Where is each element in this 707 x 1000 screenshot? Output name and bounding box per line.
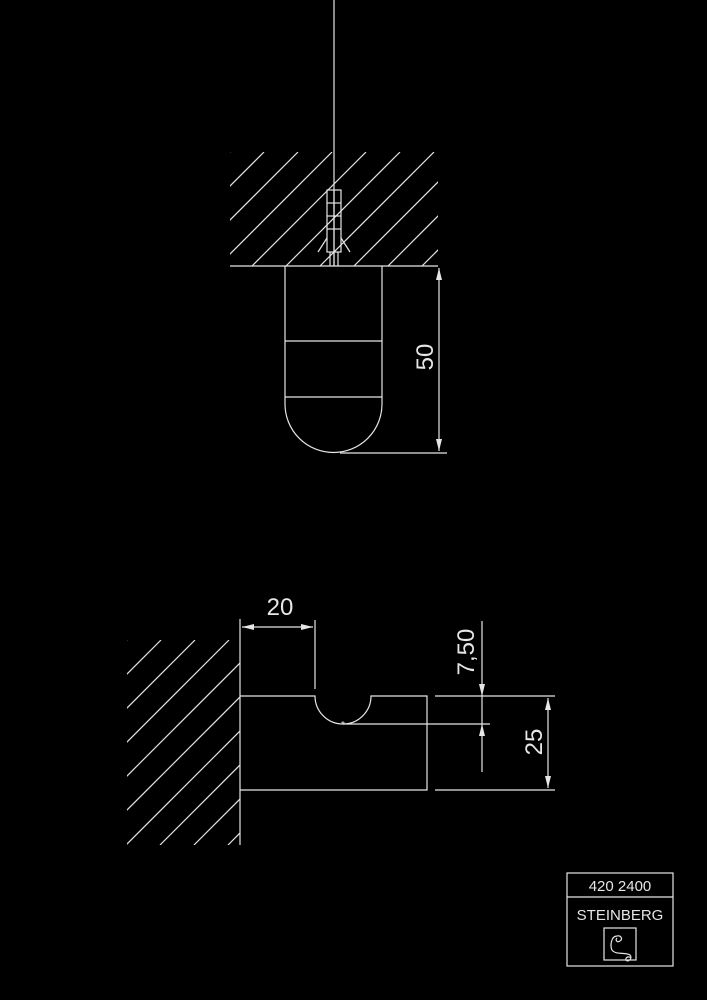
dimension-label-7-50: 7,50 <box>453 629 480 676</box>
hatch-line <box>127 640 230 743</box>
hatch-line <box>127 730 240 845</box>
hatch-line <box>524 152 638 266</box>
hatch-line <box>490 152 604 266</box>
hook-profile-outline <box>240 695 428 791</box>
hatch-line <box>127 696 240 811</box>
side-view: 20 * 7,50 25 <box>127 594 603 845</box>
hatch-line <box>330 640 535 845</box>
hatch-line <box>262 640 467 845</box>
dimension-label-25: 25 <box>521 729 548 756</box>
hatch-line <box>127 640 162 675</box>
hatch-line <box>285 152 401 266</box>
hatch-line <box>193 798 240 845</box>
hook-body-outline <box>284 266 383 454</box>
brand-logo-icon <box>603 927 637 962</box>
dimension-label-20: 20 <box>267 594 294 621</box>
dimension-arrows <box>479 684 485 736</box>
hatch-line <box>127 640 196 709</box>
top-view: 50 <box>230 0 638 454</box>
brand-name: STEINBERG <box>577 907 664 924</box>
hatch-line <box>127 662 240 777</box>
hatch-line <box>230 152 231 153</box>
hatch-line <box>159 764 240 845</box>
center-mark-icon: * <box>341 720 345 731</box>
hatch-line <box>353 181 438 266</box>
product-code: 420 2400 <box>589 878 652 895</box>
hatch-line <box>227 832 240 845</box>
hatch-line <box>230 152 265 187</box>
hatch-line <box>319 152 435 266</box>
hatch-line <box>251 152 367 266</box>
hatch-line <box>456 152 570 266</box>
hatch-line <box>421 249 438 266</box>
hatch-line <box>398 640 603 845</box>
dimension-label-50: 50 <box>412 344 439 371</box>
wall-plug-icon <box>317 189 351 266</box>
hatch-line <box>387 215 438 266</box>
title-block: 420 2400 STEINBERG <box>566 872 674 967</box>
ceiling-hatch <box>230 152 638 266</box>
wall-hatch <box>127 640 603 845</box>
hatch-line <box>230 152 299 221</box>
hatch-line <box>127 640 128 641</box>
hatch-line <box>230 152 333 255</box>
